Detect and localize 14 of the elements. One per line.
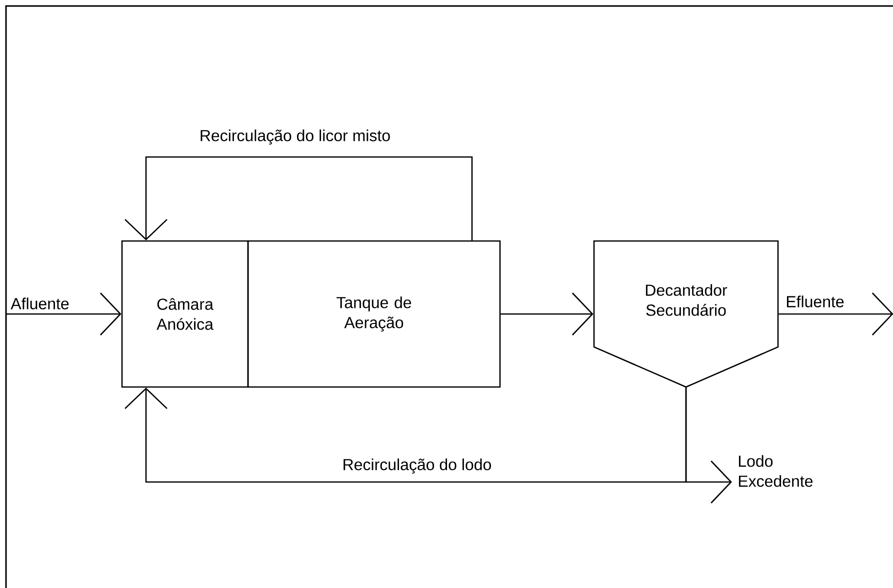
sludge-label: Lodo Excedente (738, 455, 813, 487)
outlet-label: Efluente (786, 296, 844, 308)
arrow (685, 388, 732, 504)
arrow (124, 156, 473, 240)
chamber-box: Câmara Anóxica (121, 240, 249, 388)
edge-label: Recirculação do lodo (340, 456, 494, 476)
arrow (124, 388, 687, 483)
arrow (778, 292, 893, 336)
settler-tank: Decantador Secundário (593, 240, 779, 388)
edge-label: Recirculação do licor misto (197, 128, 393, 146)
tank-box: Tanque de Aeração (247, 240, 501, 388)
arrow (6, 292, 122, 336)
arrow (500, 292, 594, 336)
inlet-label: Afluente (10, 298, 69, 310)
